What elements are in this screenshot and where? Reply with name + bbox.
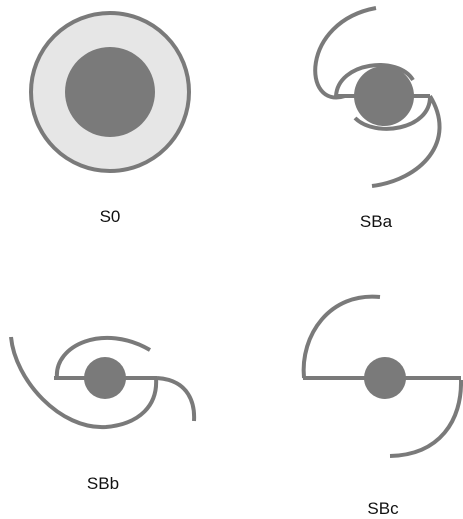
galaxy-label-s0: S0 <box>100 207 121 226</box>
galaxy-sba: SBa <box>313 6 442 231</box>
galaxy-s0: S0 <box>29 11 191 226</box>
s0-bulge <box>65 47 155 137</box>
sbc-bulge <box>364 357 406 399</box>
galaxy-sbc: SBc <box>301 294 463 518</box>
sba-inner-arm-upper <box>333 63 415 98</box>
sba-outer-arm-lower <box>371 94 442 188</box>
sbb-inner-arm <box>54 335 152 379</box>
sbb-left-arm <box>9 336 159 430</box>
sbb-right-arm <box>156 376 197 422</box>
sbc-lower-arm <box>389 379 463 458</box>
sba-outer-arm-upper <box>313 6 377 100</box>
sba-bulge <box>354 66 414 126</box>
galaxy-label-sbc: SBc <box>367 499 399 518</box>
galaxy-label-sba: SBa <box>360 212 393 231</box>
sba-inner-arm-lower <box>353 95 433 131</box>
galaxy-label-sbb: SBb <box>87 474 119 493</box>
galaxy-sbb: SBb <box>9 335 197 493</box>
sbc-upper-arm <box>301 294 381 379</box>
sbb-bulge <box>84 357 126 399</box>
